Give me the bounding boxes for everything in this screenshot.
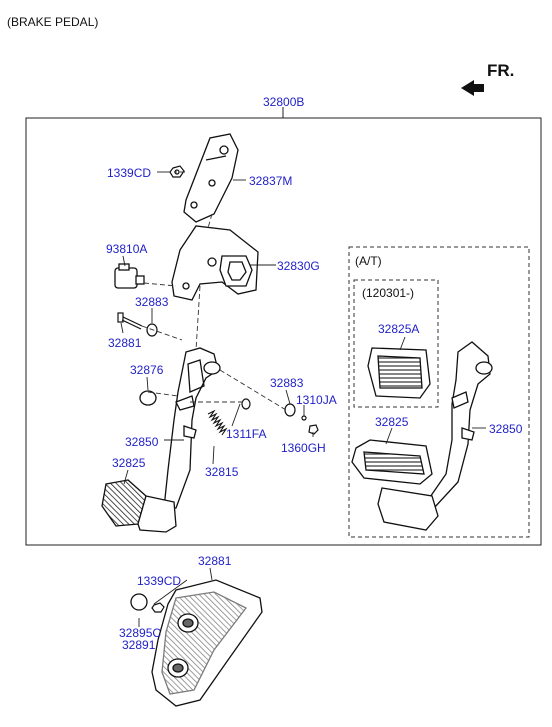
bottom-cap-part <box>130 593 148 611</box>
part-label-1339cd-bottom[interactable]: 1339CD <box>137 574 182 588</box>
part-label-32830g[interactable]: 32830G <box>277 259 320 273</box>
part-label-1310ja[interactable]: 1310JA <box>296 393 337 407</box>
bottom-nut-part <box>151 602 165 613</box>
at-group-box <box>348 246 530 538</box>
brake-pad-part <box>101 479 177 533</box>
part-label-32891[interactable]: 32891 <box>122 638 156 652</box>
bushing-part <box>146 323 158 337</box>
part-label-32815[interactable]: 32815 <box>205 465 239 479</box>
part-label-1339cd-top[interactable]: 1339CD <box>107 166 152 180</box>
assembly-frame <box>25 107 542 546</box>
part-label-1311fa[interactable]: 1311FA <box>226 427 267 441</box>
part-label-32881-bottom[interactable]: 32881 <box>198 554 232 568</box>
nut-part <box>169 165 185 178</box>
assembly-part-label[interactable]: 32800B <box>263 95 305 109</box>
part-label-32850-left[interactable]: 32850 <box>125 435 159 449</box>
bottom-pedal-pad-part <box>151 579 263 707</box>
part-label-93810a[interactable]: 93810A <box>106 242 148 256</box>
at-large-pad-part <box>351 439 439 531</box>
mounting-bracket-part <box>171 225 259 301</box>
at-group-label: (A/T) <box>355 254 382 268</box>
front-direction-label: FR. <box>487 61 515 80</box>
part-label-32825a[interactable]: 32825A <box>378 322 420 336</box>
part-label-32837m[interactable]: 32837M <box>249 174 293 188</box>
front-direction-arrow-icon <box>461 80 484 96</box>
page-title: (BRAKE PEDAL) <box>7 15 99 29</box>
part-label-32883-left[interactable]: 32883 <box>135 295 169 309</box>
part-label-1360gh[interactable]: 1360GH <box>281 441 326 455</box>
at-brake-pad-a-part <box>367 347 431 399</box>
return-spring-part <box>207 409 228 436</box>
part-label-32850-at[interactable]: 32850 <box>489 422 523 436</box>
upper-bracket-part <box>183 133 239 223</box>
part-label-32883-right[interactable]: 32883 <box>270 376 304 390</box>
cap-part <box>139 390 157 406</box>
at-pedal-arm-part <box>427 341 493 510</box>
part-label-32876[interactable]: 32876 <box>130 363 164 377</box>
part-label-32881-left[interactable]: 32881 <box>108 336 142 350</box>
pedal-arm-part <box>163 347 221 509</box>
stop-lamp-switch-part <box>114 263 145 289</box>
assembly-guide-lines <box>141 171 287 411</box>
part-label-32895c[interactable]: 32895C <box>119 626 162 640</box>
part-label-32825-at[interactable]: 32825 <box>375 415 409 429</box>
at-subgroup-label: (120301-) <box>362 286 415 300</box>
bolt-part <box>117 312 143 330</box>
leader-lines <box>120 171 486 627</box>
part-label-32825-left[interactable]: 32825 <box>112 456 146 470</box>
bushing-right-part <box>241 398 319 435</box>
